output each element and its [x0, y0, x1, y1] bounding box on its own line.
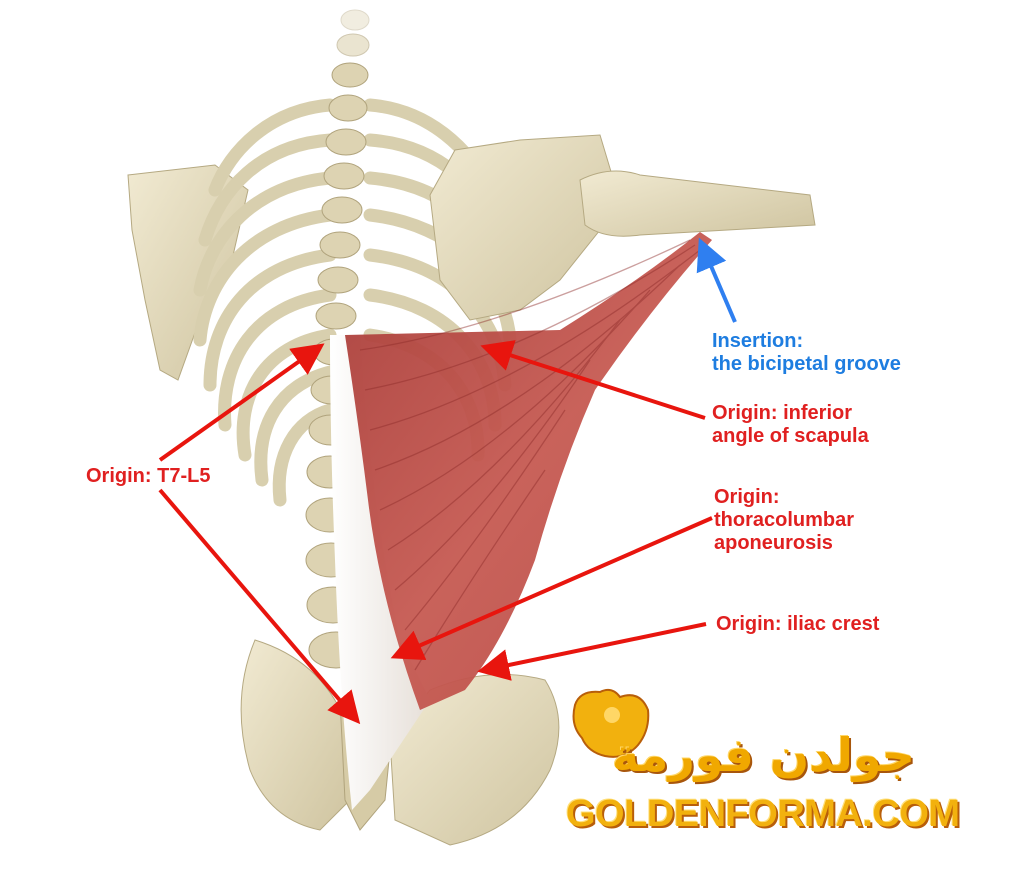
iliac-arrow [477, 622, 707, 681]
thoracolumbar-line1: Origin: [714, 486, 780, 508]
muscle-fibers [359, 239, 701, 671]
scapula-arrow [480, 340, 706, 420]
muscle-belly [345, 232, 712, 710]
logo-emblem-icon [572, 688, 650, 758]
t7-l5-origin-text: Origin: T7-L5 [86, 465, 211, 487]
right-scapula [429, 134, 616, 321]
logo-english-text: GOLDENFORMA.COM [566, 793, 960, 835]
t7-l5-origin-label: Origin: T7-L5 [86, 465, 210, 488]
logo-arabic-text: جولدن فورمة [612, 728, 915, 782]
left-pelvis [240, 639, 351, 831]
scapula-origin-label: Origin: inferior angle of scapula [712, 402, 869, 448]
humerus [579, 170, 816, 237]
iliac-crest-text: Origin: iliac crest [716, 613, 880, 635]
t7-arrow-lower [158, 488, 361, 725]
thoracolumbar-line3: aponeurosis [714, 532, 833, 554]
iliac-crest-origin-label: Origin: iliac crest [716, 613, 879, 636]
t7-arrow-upper [158, 343, 325, 462]
thoraco-arrow [390, 516, 713, 661]
insertion-label-line2: the bicipetal groove [712, 353, 901, 375]
left-ribs [193, 98, 337, 507]
thoracolumbar-line2: thoracolumbar [714, 509, 855, 531]
scapula-origin-line2: angle of scapula [712, 425, 869, 447]
scapula-origin-line1: Origin: inferior [712, 402, 852, 424]
thoracolumbar-origin-label: Origin: thoracolumbar aponeurosis [714, 486, 854, 555]
insertion-arrow [696, 237, 737, 323]
arrows [158, 237, 737, 725]
insertion-label-line1: Insertion: [712, 330, 804, 352]
insertion-label: Insertion: the bicipetal groove [712, 330, 901, 376]
